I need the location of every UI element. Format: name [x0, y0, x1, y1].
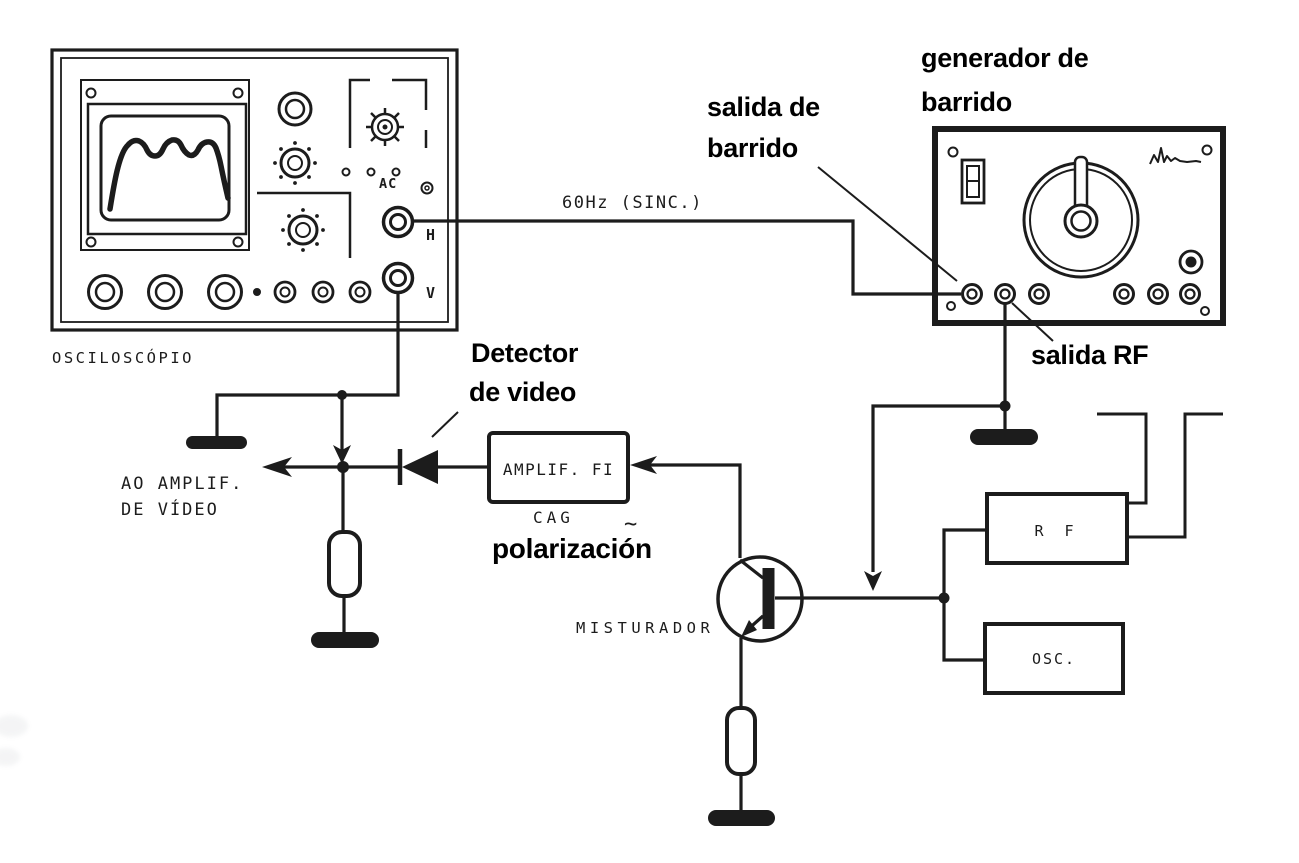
knob-icon	[277, 91, 313, 127]
junction-dot	[337, 390, 347, 400]
v-input-wire	[215, 292, 400, 436]
knob-icon	[281, 208, 325, 252]
oscilloscope-drawing	[50, 48, 459, 332]
h-jack-icon	[381, 205, 415, 239]
pointer-lines	[431, 166, 1054, 438]
oscilloscope-label: OSCILOSCÓPIO	[52, 349, 194, 367]
cag-label: CAG	[533, 508, 574, 527]
ac-jack-icon	[420, 181, 434, 195]
crt-screen	[99, 114, 231, 222]
selector-bracket	[348, 78, 428, 148]
junction-dot	[337, 461, 349, 473]
osc-box	[983, 622, 1125, 695]
jack-icon	[1147, 283, 1169, 305]
ac-jack-label: AC	[379, 176, 398, 192]
screw-icon	[947, 146, 959, 158]
jack-icon	[348, 280, 372, 304]
sweep-output-label-line2: barrido	[707, 133, 798, 163]
polarization-label: polarización	[492, 533, 652, 564]
jack-icon	[1179, 283, 1201, 305]
indicator-dot	[366, 167, 376, 177]
scan-artifact	[0, 748, 20, 766]
rf-box-label: R F	[1034, 522, 1080, 540]
rf-output-label: salida RF	[1031, 340, 1149, 370]
generator-title-line2: barrido	[921, 87, 1012, 117]
tuning-dial-icon	[1022, 155, 1140, 279]
tilde-mark: ~	[624, 512, 638, 537]
if-amp-box	[487, 431, 630, 504]
signal-arrow-left	[262, 457, 292, 477]
v-jack-icon	[381, 261, 415, 295]
mixer-label: MISTURADOR	[576, 619, 715, 637]
resistor-symbol	[327, 530, 362, 598]
indicator-dot	[253, 288, 261, 296]
response-curve-trace	[107, 137, 231, 212]
jack-icon	[1028, 283, 1050, 305]
wire	[650, 463, 742, 558]
circuit-wiring	[186, 166, 1223, 826]
ground-symbol	[708, 810, 775, 826]
waveform-logo-icon	[1149, 147, 1202, 165]
signal-arrow-left	[630, 456, 657, 474]
detector-label-line1: Detector	[471, 338, 579, 368]
sweep-output-pointer	[817, 166, 958, 282]
sweep-output-jack-icon	[961, 283, 983, 305]
jack-icon	[311, 280, 335, 304]
video-amp-label-line1: AO AMPLIF.	[121, 474, 244, 494]
signal-arrow-down	[333, 445, 351, 464]
rf-feed-wire	[871, 404, 1005, 572]
detector-pointer	[431, 411, 459, 438]
ground-symbol	[186, 436, 247, 449]
if-amp-box-label: AMPLIF. FI	[502, 460, 615, 479]
selector-knob-icon	[366, 108, 404, 146]
resistor-symbol	[725, 706, 757, 776]
rf-output-pointer	[1011, 302, 1054, 342]
power-switch-icon	[960, 158, 986, 205]
knob-icon	[273, 141, 317, 185]
scope-case-inner	[60, 57, 449, 323]
screw-icon	[232, 236, 244, 248]
crt-plate	[80, 79, 250, 251]
screw-icon	[232, 87, 244, 99]
jack-icon	[1113, 283, 1135, 305]
ground-symbol	[311, 632, 379, 648]
knob-icon	[207, 274, 243, 310]
screw-icon	[1201, 144, 1213, 156]
v-jack-label: V	[426, 284, 436, 302]
knob-icon	[147, 274, 183, 310]
sweep-output-label-line1: salida de	[707, 92, 820, 122]
wire	[942, 598, 985, 662]
indicator-dot	[391, 167, 401, 177]
sync-wire-label: 60Hz (SINC.)	[562, 193, 703, 213]
panel-divider	[257, 191, 352, 258]
antenna-stub-wire	[1097, 412, 1148, 505]
screw-icon	[1200, 306, 1210, 316]
h-jack-label: H	[426, 226, 436, 244]
screw-icon	[85, 87, 97, 99]
signal-arrow-down	[864, 571, 882, 591]
video-amp-label-line2: DE VÍDEO	[121, 500, 219, 520]
level-knob-icon	[1178, 249, 1204, 275]
ground-symbol	[970, 429, 1038, 445]
sweep-generator-drawing	[932, 126, 1226, 326]
wire	[942, 528, 987, 598]
sync-wire	[413, 219, 961, 296]
crt-bezel	[86, 102, 248, 236]
jack-icon	[273, 280, 297, 304]
screw-icon	[946, 301, 956, 311]
rf-output-jack-icon	[994, 283, 1016, 305]
detector-label-line2: de video	[469, 377, 577, 407]
diode-symbol	[397, 449, 438, 485]
rf-box	[985, 492, 1129, 565]
indicator-dot	[341, 167, 351, 177]
scope-case-outer	[50, 48, 459, 332]
generator-title-line1: generador de	[921, 43, 1089, 73]
screw-icon	[85, 236, 97, 248]
scan-artifact	[0, 715, 28, 737]
antenna-stub-wire	[1127, 412, 1223, 539]
osc-box-label: OSC.	[1031, 650, 1077, 668]
knob-icon	[87, 274, 123, 310]
generator-case	[932, 126, 1226, 326]
